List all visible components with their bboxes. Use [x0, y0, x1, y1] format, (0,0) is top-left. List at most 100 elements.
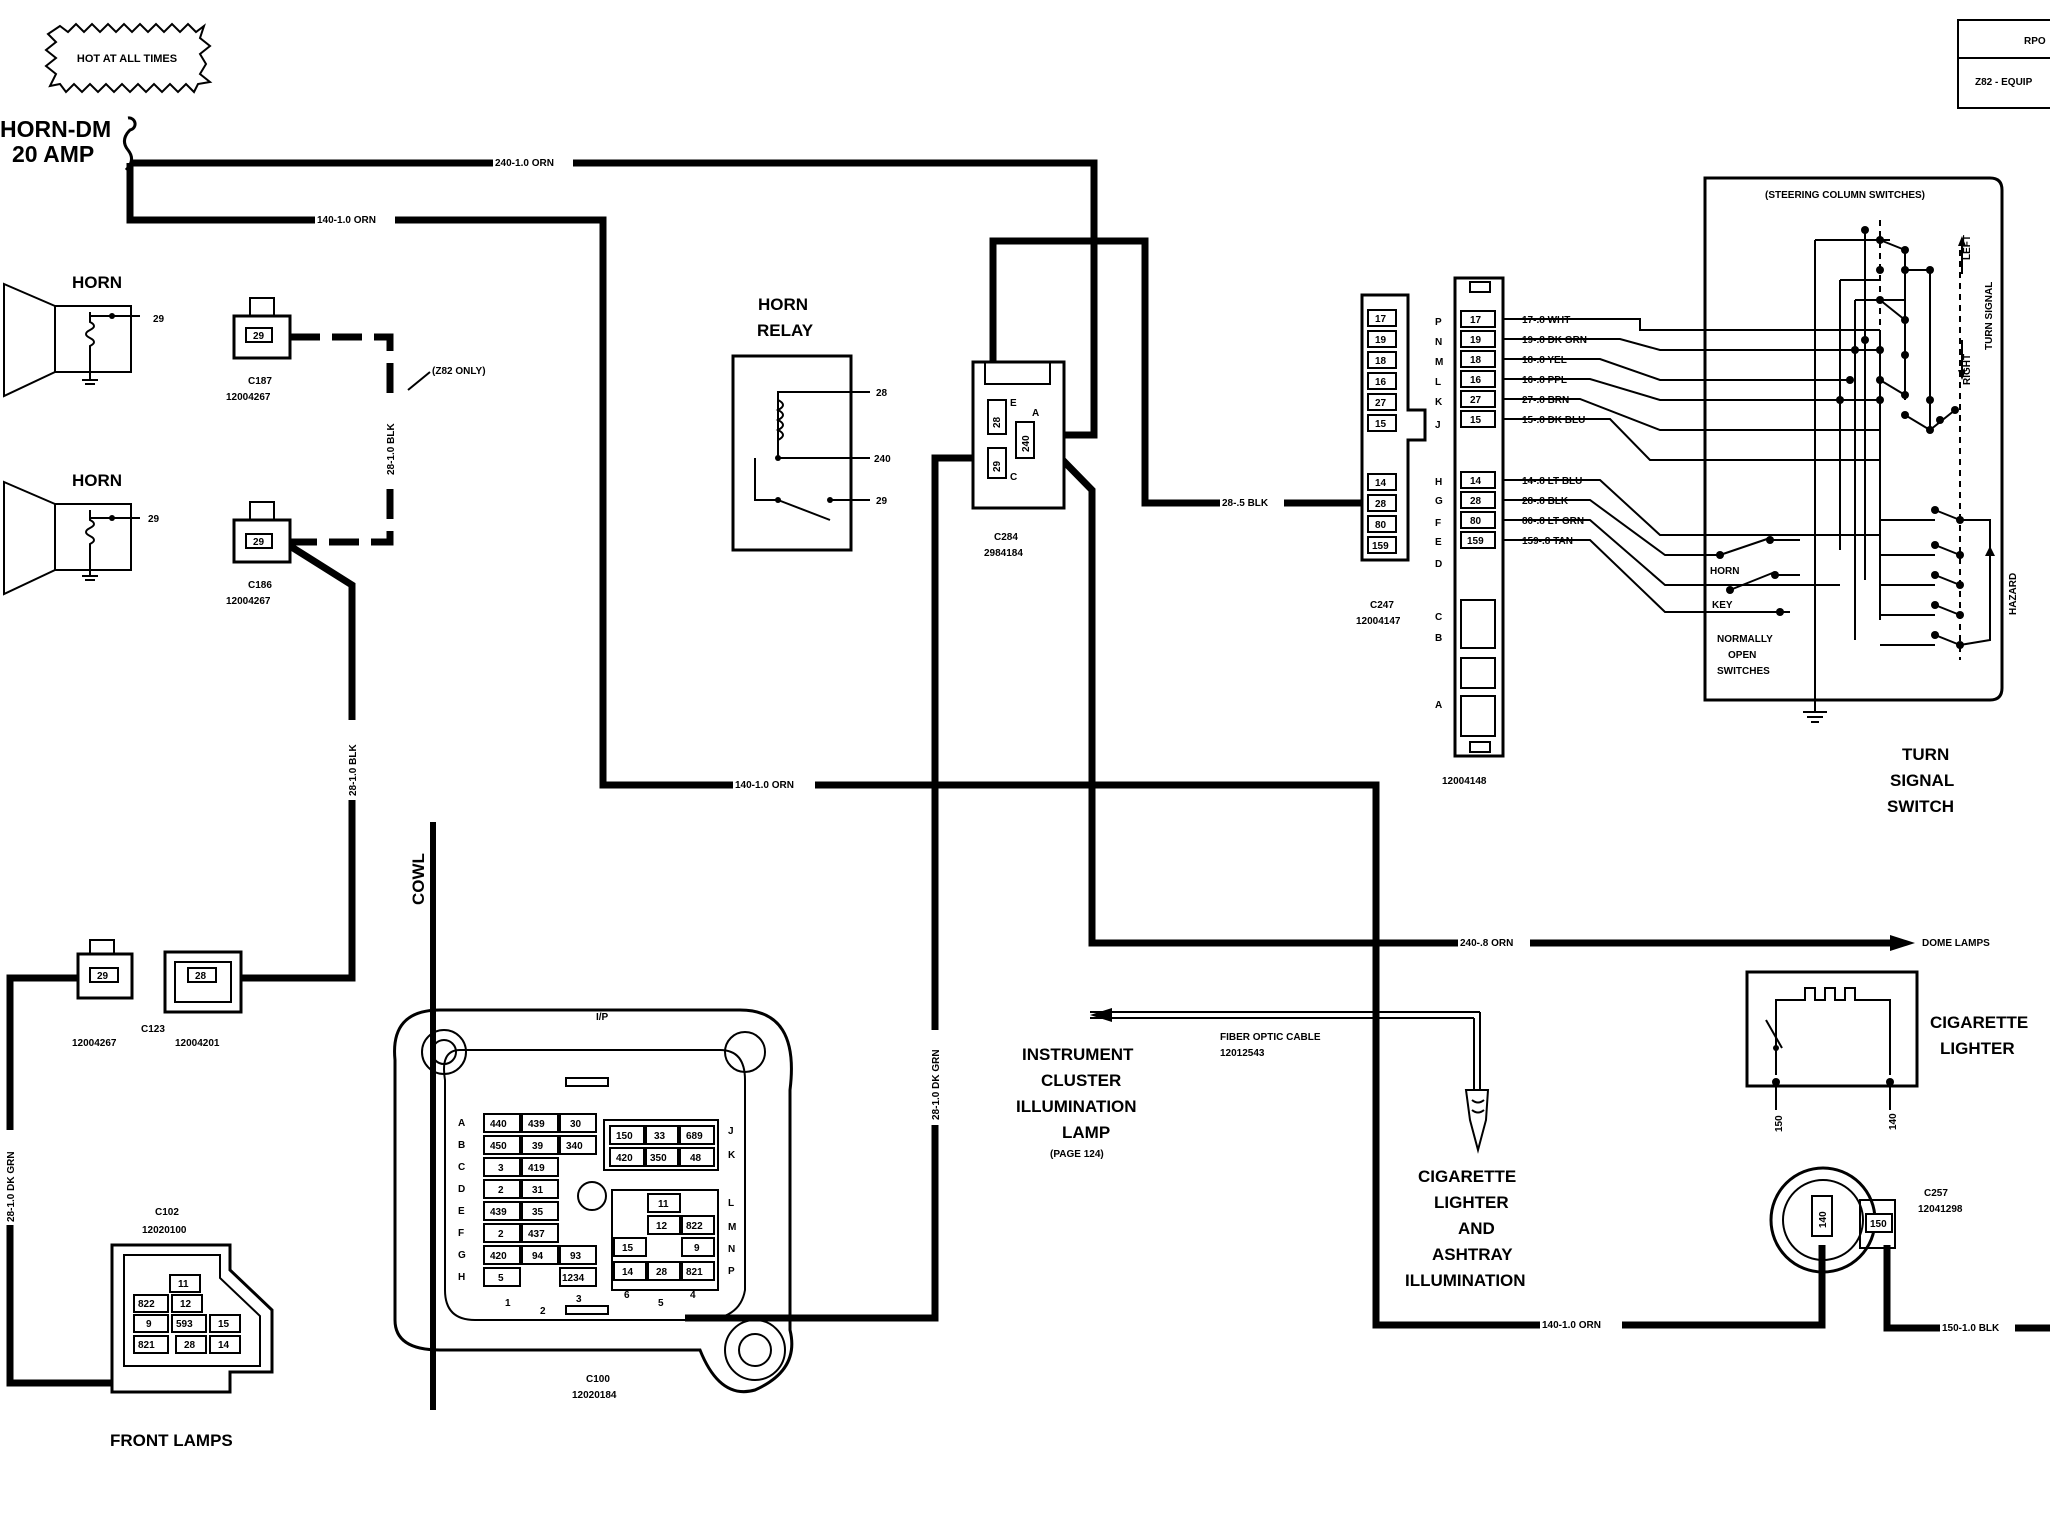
wire-150-bottom: 150-1.0 BLK [1942, 1323, 2000, 1334]
c148-letter-d: D [1435, 559, 1442, 570]
hazard-contacts: HAZARD [1880, 506, 2019, 649]
c148-wire-14: 14-.8 LT BLU [1522, 476, 1582, 487]
horn-lower-pin: 29 [148, 514, 160, 525]
c102-pin-28: 28 [184, 1340, 196, 1351]
c100-pin-93: 93 [570, 1251, 582, 1262]
c148-pin-17: 17 [1470, 315, 1482, 326]
turn-signal-harness: 17-.8 WHT 19-.8 DK GRN 18-.8 YEL 16-.8 P… [1503, 315, 1880, 613]
z82-dashed-wires [290, 333, 394, 546]
ic-line-4: LAMP [1062, 1123, 1110, 1142]
c100-pin-31: 31 [532, 1185, 544, 1196]
c100-pin-439b: 439 [490, 1207, 507, 1218]
c100-letter-f: F [458, 1228, 464, 1239]
c100-pin-440: 440 [490, 1119, 507, 1130]
c100-letter-l: L [728, 1198, 734, 1209]
ts-title-3: SWITCH [1887, 797, 1954, 816]
horn-upper: HORN 29 [3, 273, 165, 398]
c284-letter-a: A [1032, 408, 1039, 419]
ts-hazard: HAZARD [2008, 573, 2019, 615]
c148-letter-l: L [1435, 377, 1441, 388]
rpo-table: RPO Z82 - EQUIP [1957, 19, 2050, 109]
ts-title-1: TURN [1902, 745, 1949, 764]
wire-28-relay-dkgrn: 28-1.0 DK GRN [931, 1049, 942, 1120]
c148-wire-27: 27-.8 BRN [1522, 395, 1569, 406]
front-lamps-label: FRONT LAMPS [110, 1431, 233, 1450]
fiber-pn: 12012543 [1220, 1048, 1265, 1059]
c100-pin-9: 9 [694, 1243, 700, 1254]
wire-28-c186: 28-1.0 BLK [348, 744, 359, 796]
c148-wire-80: 80-.8 LT GRN [1522, 516, 1584, 527]
c100-pin-33: 33 [654, 1131, 666, 1142]
c247-pin-19: 19 [1375, 335, 1387, 346]
c100-letter-g: G [458, 1250, 466, 1261]
cowl-label: COWL [409, 853, 428, 905]
c100-pn: 12020184 [572, 1390, 617, 1401]
c100-pin-439: 439 [528, 1119, 545, 1130]
c100-name: C100 [586, 1374, 610, 1385]
c100-pin-5: 5 [498, 1273, 504, 1284]
wire-28-blk-c247: 28-.5 BLK [1222, 498, 1269, 509]
ts-normally-1: NORMALLY [1717, 634, 1773, 645]
connector-c257: 140 150 C257 12041298 [1769, 1166, 1963, 1274]
c123-pin: 28 [195, 971, 207, 982]
c100-letter-a: A [458, 1118, 465, 1129]
relay-pin-240: 240 [874, 454, 891, 465]
horn-lower-label: HORN [72, 471, 122, 490]
c187-name: C187 [248, 376, 272, 387]
c148-letter-m: M [1435, 357, 1443, 368]
main-wires [6, 159, 2050, 1387]
c100-pin-11: 11 [658, 1199, 669, 1210]
connector-c123: 29 12004267 28 C123 12004201 [72, 939, 243, 1049]
c148-pin-28: 28 [1470, 496, 1482, 507]
c102-pin-15: 15 [218, 1319, 230, 1330]
c102-pin-593: 593 [176, 1319, 193, 1330]
ashtray-illumination: CIGARETTE LIGHTER AND ASHTRAY ILLUMINATI… [1405, 1167, 1526, 1290]
c100-pin-35: 35 [532, 1207, 544, 1218]
c284-pin-240: 240 [1021, 435, 1032, 452]
c100-num-4: 4 [690, 1290, 696, 1301]
ic-line-1: INSTRUMENT [1022, 1045, 1134, 1064]
c148-letter-e: E [1435, 537, 1442, 548]
c100-pin-2b: 2 [498, 1229, 504, 1240]
c186-name: C186 [248, 580, 272, 591]
ic-page: (PAGE 124) [1050, 1149, 1104, 1160]
c100-bottom-numbers: 1 2 3 4 5 6 [505, 1290, 696, 1317]
c100-pin-340: 340 [566, 1141, 583, 1152]
c284-letter-e: E [1010, 398, 1017, 409]
wire-140-mid: 140-1.0 ORN [735, 780, 794, 791]
c284-letter-c: C [1010, 472, 1017, 483]
c247-pin-14: 14 [1375, 478, 1387, 489]
c100-pin-14: 14 [622, 1267, 634, 1278]
fiber-optic-cable: FIBER OPTIC CABLE 12012543 [1090, 1008, 1490, 1154]
ts-title-2: SIGNAL [1890, 771, 1954, 790]
c100-pin-39: 39 [532, 1141, 544, 1152]
c247-name: C247 [1370, 600, 1394, 611]
c100-pin-94: 94 [532, 1251, 544, 1262]
wire-labels: 240-1.0 ORN 140-1.0 ORN 140-1.0 ORN 28-1… [2, 155, 2015, 1334]
c284-pin-28: 28 [992, 416, 1003, 428]
ash-line-3: AND [1458, 1219, 1495, 1238]
c100-pin-437: 437 [528, 1229, 545, 1240]
c247-pin-27: 27 [1375, 398, 1387, 409]
c148-wire-17: 17-.8 WHT [1522, 315, 1570, 326]
c100-pin-30: 30 [570, 1119, 582, 1130]
c247-pin-28: 28 [1375, 499, 1387, 510]
c100-pin-350: 350 [650, 1153, 667, 1164]
dome-lamps-arrow: DOME LAMPS [1890, 935, 1990, 951]
cig-pin-150: 150 [1774, 1115, 1785, 1132]
c100-right-grid: 150 33 689 420 350 48 J K 11 12 822 15 9… [603, 1119, 736, 1291]
c100-letter-h: H [458, 1272, 465, 1283]
c100-pin-28: 28 [656, 1267, 668, 1278]
relay-title-2: RELAY [757, 321, 814, 340]
horn-lower: HORN 29 [3, 471, 160, 596]
wire-140-bottom: 140-1.0 ORN [1542, 1320, 1601, 1331]
c148-letter-j: J [1435, 420, 1441, 431]
c123-pn: 12004201 [175, 1038, 220, 1049]
c247-pn: 12004147 [1356, 616, 1401, 627]
c100-pin-420b: 420 [616, 1153, 633, 1164]
c148-pin-80: 80 [1470, 516, 1482, 527]
c100-pin-1234: 1234 [562, 1273, 585, 1284]
c100-pin-419: 419 [528, 1163, 545, 1174]
c102-name: C102 [155, 1207, 179, 1218]
